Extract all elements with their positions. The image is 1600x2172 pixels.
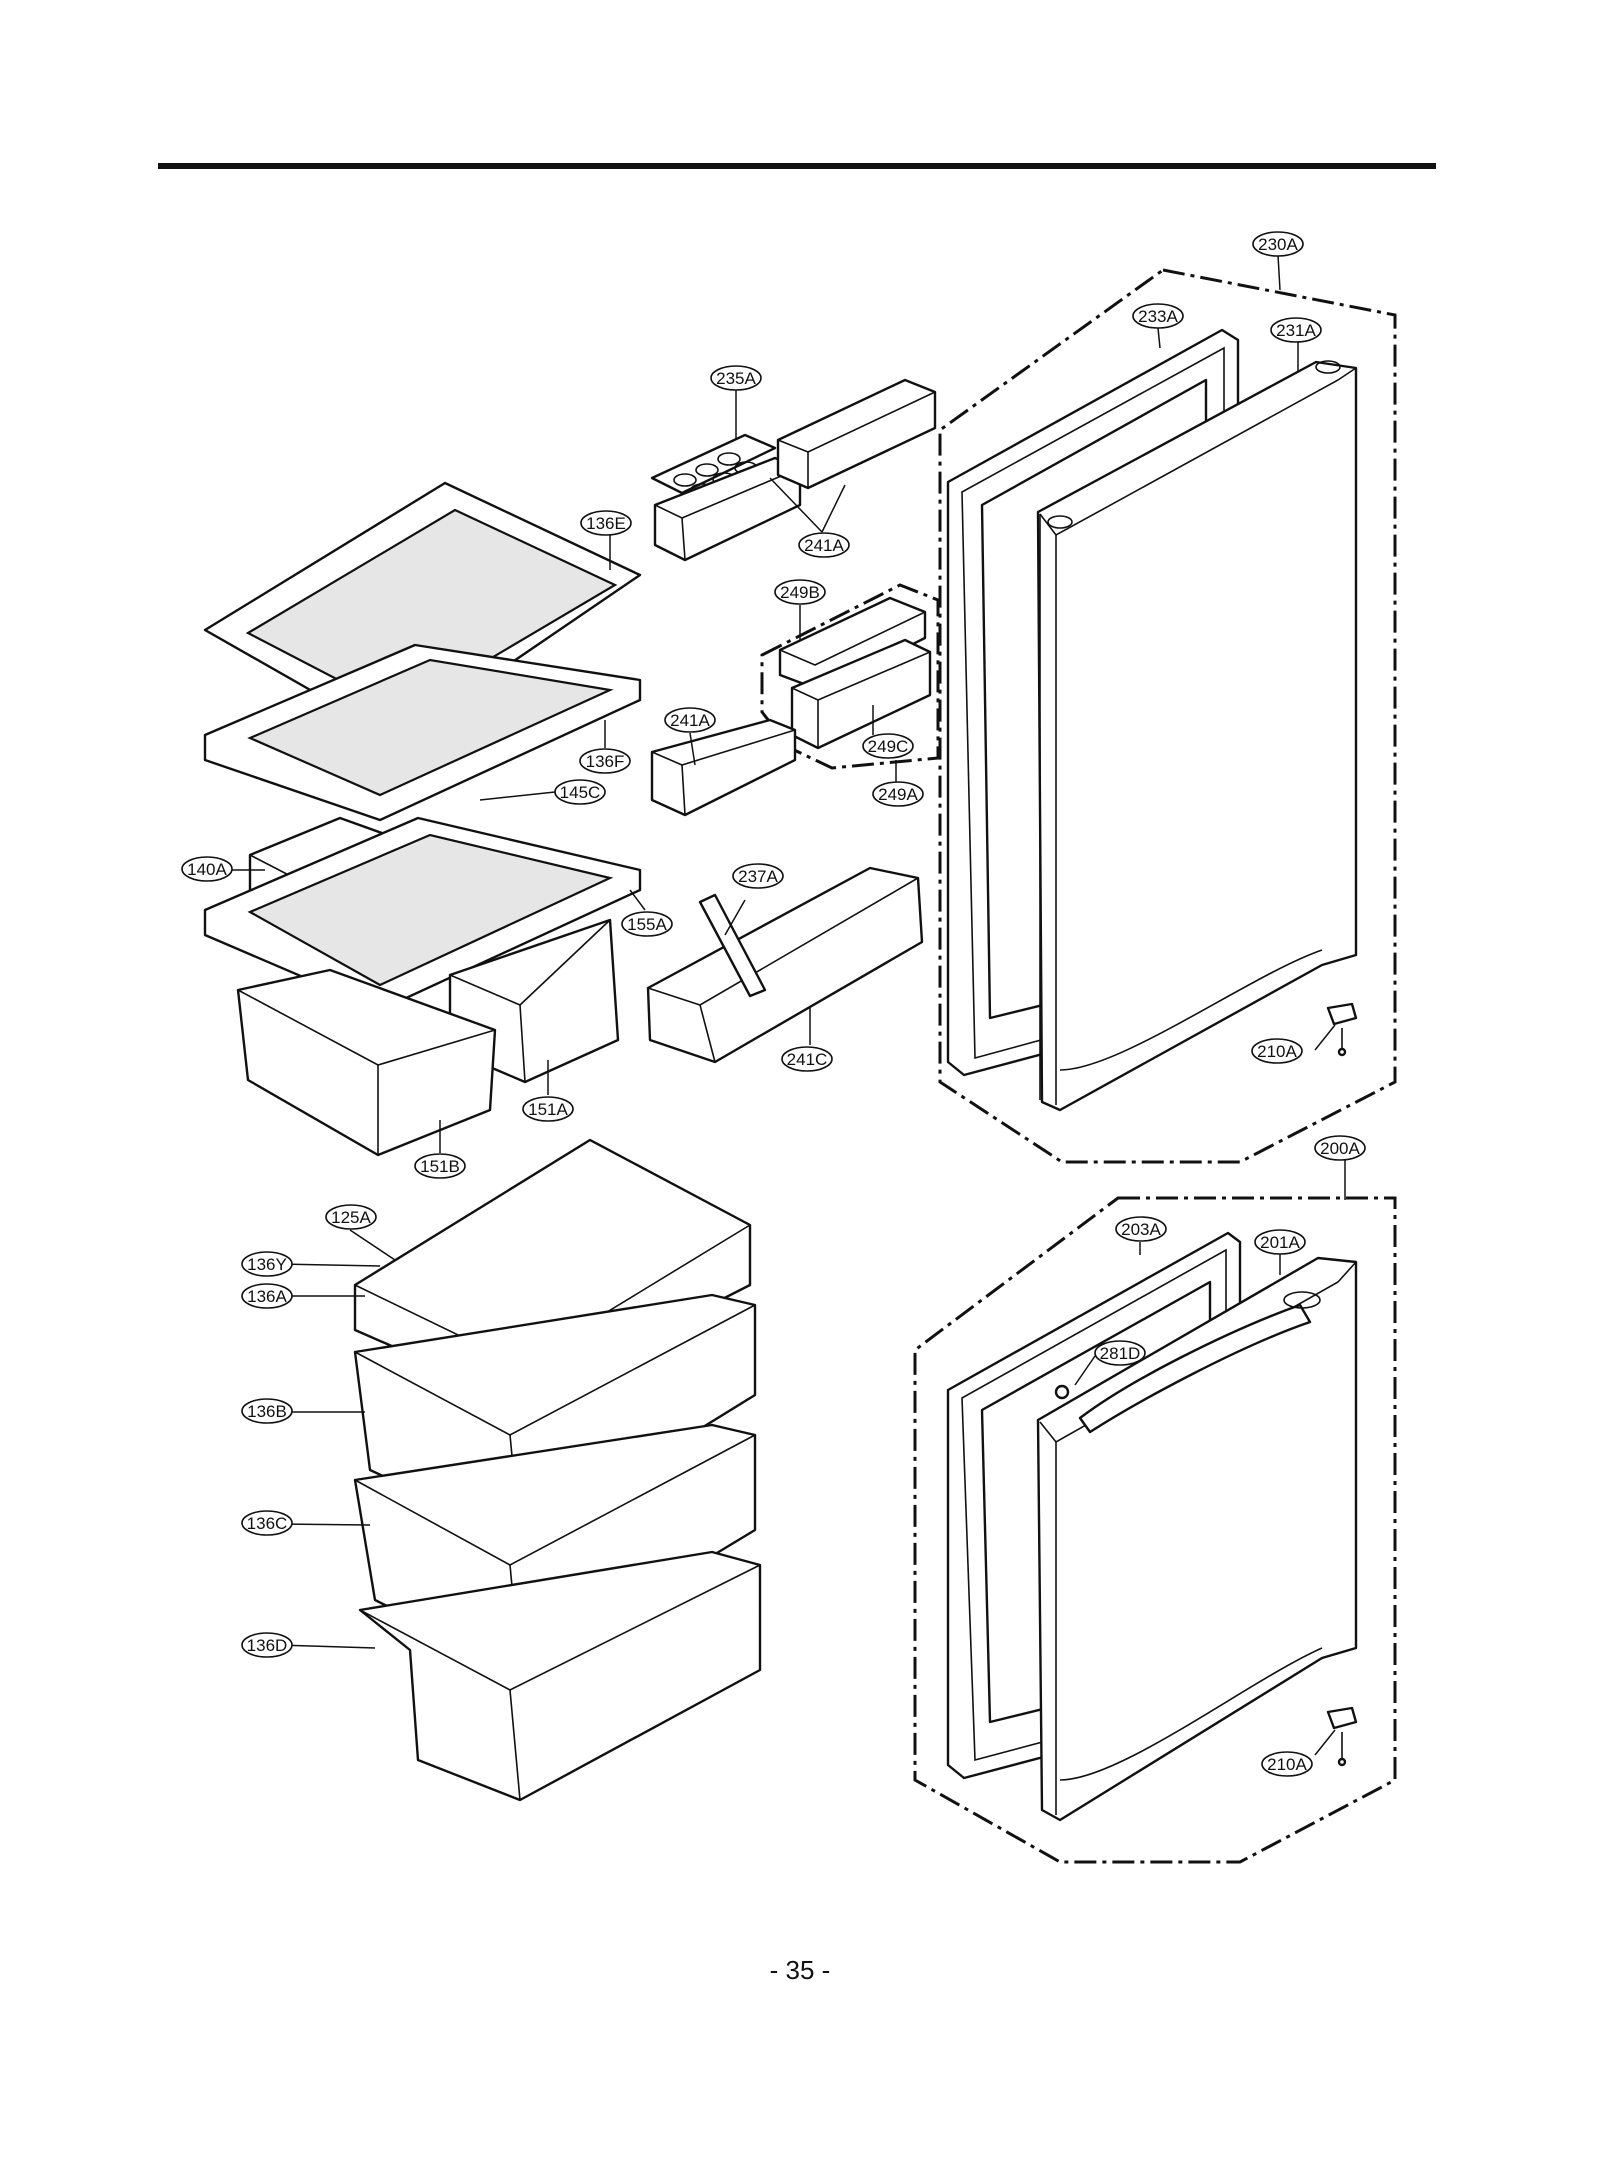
callout-237A: 237A [732,863,784,889]
svg-text:201A: 201A [1260,1233,1300,1252]
callout-210A-lower: 210A [1261,1751,1313,1777]
callout-155A: 155A [621,911,673,937]
callout-281D: 281D [1094,1340,1146,1366]
callout-125A: 125A [325,1204,377,1230]
freezer-drawer-4 [358,1550,762,1802]
svg-text:231A: 231A [1276,321,1316,340]
callout-203A: 203A [1115,1216,1167,1242]
svg-text:237A: 237A [738,867,778,886]
callout-136Y: 136Y [241,1251,293,1277]
svg-text:151B: 151B [420,1157,460,1176]
svg-text:136C: 136C [247,1514,288,1533]
svg-text:136A: 136A [247,1287,287,1306]
dairy-bin-group-outline [760,583,940,770]
bottle-stopper [698,893,767,998]
lower-hinge-bracket [1326,1706,1358,1767]
svg-text:136F: 136F [586,752,625,771]
callout-136C: 136C [241,1510,293,1536]
callout-241A-mid: 241A [664,707,716,733]
svg-text:200A: 200A [1320,1139,1360,1158]
callout-201A: 201A [1254,1229,1306,1255]
svg-text:241C: 241C [787,1050,828,1069]
crisper-cover-shelf [203,816,642,1012]
svg-text:125A: 125A [331,1208,371,1227]
callout-235A: 235A [710,365,762,391]
crisper-drawer-left [236,968,497,1157]
upper-door-group-outline [938,268,1397,1164]
upper-hinge-bracket [1326,1002,1358,1057]
svg-text:151A: 151A [528,1100,568,1119]
svg-text:235A: 235A [716,369,756,388]
callout-249A: 249A [872,781,924,807]
door-bin-top-right [776,378,937,490]
svg-text:145C: 145C [560,783,601,802]
svg-text:203A: 203A [1121,1220,1161,1239]
svg-text:233A: 233A [1138,307,1178,326]
svg-text:281D: 281D [1100,1344,1141,1363]
header-rule [158,163,1436,169]
upper-door [1036,360,1358,1112]
callout-241C: 241C [781,1046,833,1072]
dairy-bin-cover [778,596,927,692]
callout-249C: 249C [862,733,914,759]
middle-glass-shelf [203,643,642,822]
svg-text:249B: 249B [780,583,820,602]
svg-text:136D: 136D [247,1636,288,1655]
page-number: - 35 - [769,1955,831,1985]
lower-door [1036,1256,1358,1822]
callout-140A: 140A [181,856,233,882]
svg-text:136B: 136B [247,1402,287,1421]
callout-241A-top: 241A [798,532,850,558]
callout-151B: 151B [414,1153,466,1179]
callout-136E: 136E [580,510,632,536]
svg-text:230A: 230A [1258,235,1298,254]
callout-145C: 145C [554,779,606,805]
door-bin-top-left [653,456,802,562]
svg-text:136E: 136E [586,514,626,533]
svg-text:136Y: 136Y [247,1255,287,1274]
callout-136A: 136A [241,1283,293,1309]
top-glass-shelf [203,481,642,742]
callout-210A-upper: 210A [1251,1038,1303,1064]
callout-200A: 200A [1314,1135,1366,1161]
svg-text:210A: 210A [1267,1755,1307,1774]
callout-230A: 230A [1252,231,1304,257]
callout-136D: 136D [241,1632,293,1658]
svg-text:249C: 249C [868,737,909,756]
svg-text:140A: 140A [187,860,227,879]
callout-233A: 233A [1132,303,1184,329]
callout-151A: 151A [522,1096,574,1122]
callout-231A: 231A [1270,317,1322,343]
svg-text:155A: 155A [627,915,667,934]
bottle-bin [646,866,924,1064]
callout-136B: 136B [241,1398,293,1424]
door-bin-middle [650,718,797,817]
svg-text:210A: 210A [1257,1042,1297,1061]
callout-136F: 136F [579,748,631,774]
svg-text:241A: 241A [804,536,844,555]
callout-249B: 249B [774,579,826,605]
svg-text:249A: 249A [878,785,918,804]
lower-door-group-outline [913,1196,1397,1864]
svg-text:241A: 241A [670,711,710,730]
